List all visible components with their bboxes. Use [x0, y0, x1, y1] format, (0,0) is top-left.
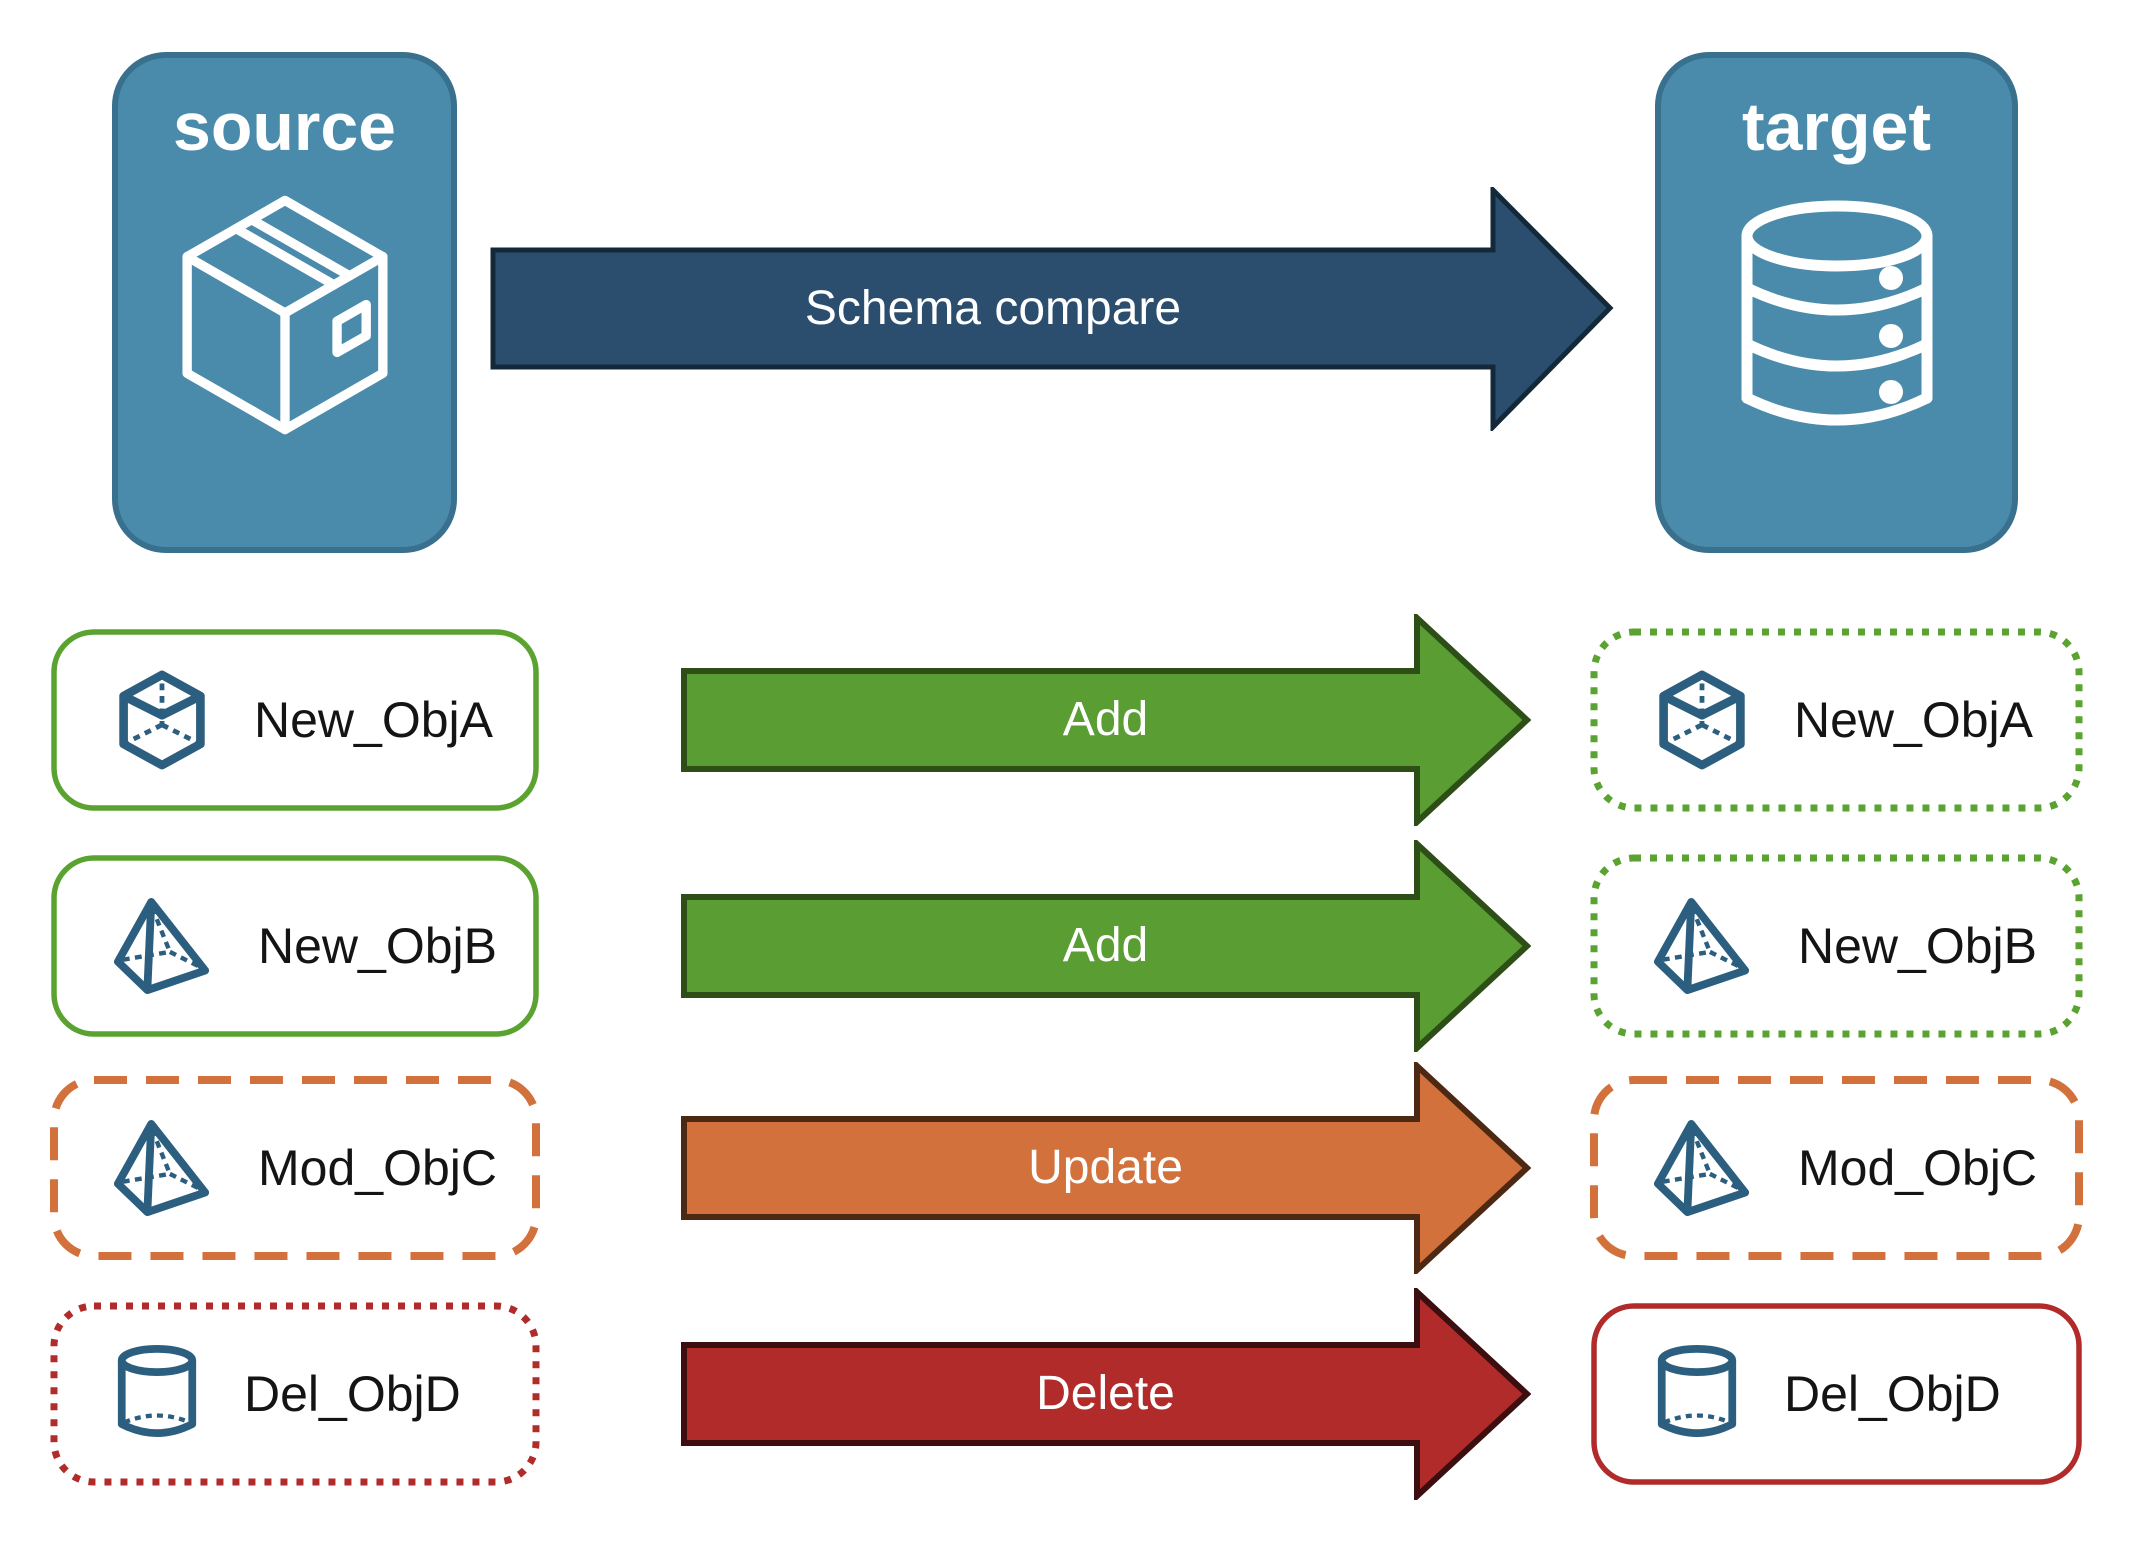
card-content: Del_ObjD: [50, 1302, 540, 1486]
add-arrow: [681, 840, 1531, 1052]
card-border: [50, 1076, 540, 1260]
object-label: New_ObjA: [1794, 692, 2033, 748]
object-card: New_ObjA: [50, 628, 540, 812]
object-label: New_ObjB: [1798, 918, 2037, 974]
object-card: Del_ObjD: [50, 1302, 540, 1486]
add-arrow: [681, 614, 1531, 826]
object-label: Mod_ObjC: [1798, 1140, 2037, 1196]
card-content: Mod_ObjC: [1590, 1076, 2083, 1260]
db-dot: [1878, 266, 1903, 290]
card-content: New_ObjB: [1590, 854, 2083, 1038]
cube-icon: [119, 670, 205, 770]
source-node: source: [112, 52, 457, 553]
db-dot: [1878, 380, 1903, 404]
pyramid-icon: [114, 1119, 210, 1217]
object-card: New_ObjB: [1590, 854, 2083, 1038]
card-content: Del_ObjD: [1590, 1302, 2083, 1486]
object-card: New_ObjA: [1590, 628, 2083, 812]
object-card: Mod_ObjC: [1590, 1076, 2083, 1260]
cube-icon: [1659, 670, 1745, 770]
database-icon: [1741, 200, 1932, 426]
action-label: Add: [1062, 919, 1149, 972]
cylinder-icon: [1657, 1344, 1737, 1437]
card-content: New_ObjA: [1590, 628, 2083, 812]
card-content: New_ObjA: [50, 628, 540, 812]
card-content: New_ObjB: [50, 854, 540, 1038]
source-title: source: [173, 89, 396, 165]
object-label: New_ObjA: [254, 692, 493, 748]
card-border: [1590, 1076, 2083, 1260]
db-dot: [1878, 324, 1903, 348]
action-label: Update: [1028, 1141, 1183, 1194]
object-card: New_ObjB: [50, 854, 540, 1038]
card-content: Mod_ObjC: [50, 1076, 540, 1260]
update-arrow: [681, 1062, 1531, 1274]
object-label: Del_ObjD: [244, 1366, 461, 1422]
card-border: [51, 629, 539, 811]
package-icon: [181, 195, 388, 435]
schema-compare-label: Schema compare: [804, 282, 1182, 335]
pyramid-icon: [114, 897, 210, 995]
object-label: Del_ObjD: [1784, 1366, 2001, 1422]
card-border: [1590, 628, 2083, 812]
delete-arrow: [681, 1288, 1531, 1500]
target-node: target: [1655, 52, 2018, 553]
object-label: Mod_ObjC: [258, 1140, 497, 1196]
card-border: [51, 855, 539, 1037]
object-card: Del_ObjD: [1590, 1302, 2083, 1486]
pyramid-icon: [1654, 1119, 1750, 1217]
action-label: Add: [1062, 693, 1149, 746]
object-card: Mod_ObjC: [50, 1076, 540, 1260]
schema-compare-arrow: [490, 187, 1614, 431]
card-border: [1590, 854, 2083, 1038]
target-title: target: [1742, 89, 1931, 165]
cylinder-icon: [117, 1344, 197, 1437]
object-label: New_ObjB: [258, 918, 497, 974]
action-label: Delete: [1036, 1367, 1175, 1420]
pyramid-icon: [1654, 897, 1750, 995]
